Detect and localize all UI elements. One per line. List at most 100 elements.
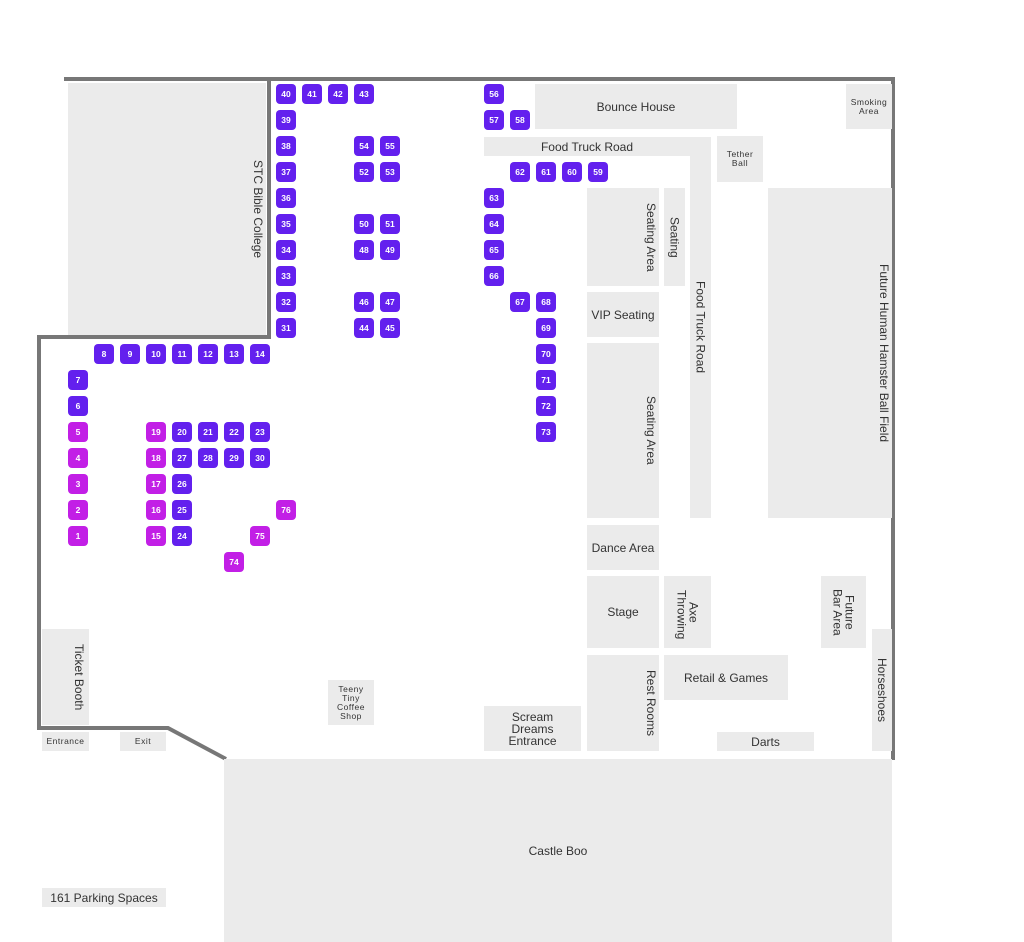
vendor-slot[interactable]: 58 [510,110,530,130]
vendor-slot[interactable]: 45 [380,318,400,338]
area-stage[interactable]: Stage [587,576,659,648]
area-hamster-ball-field[interactable]: Future Human Hamster Ball Field [768,188,892,518]
vendor-slot[interactable]: 38 [276,136,296,156]
vendor-slot[interactable]: 51 [380,214,400,234]
area-darts[interactable]: Darts [717,732,814,751]
vendor-slot[interactable]: 26 [172,474,192,494]
vendor-slot[interactable]: 54 [354,136,374,156]
area-entrance[interactable]: Entrance [42,732,89,751]
vendor-slot[interactable]: 23 [250,422,270,442]
vendor-slot[interactable]: 36 [276,188,296,208]
area-seating[interactable]: Seating [664,188,685,286]
vendor-slot[interactable]: 41 [302,84,322,104]
vendor-slot[interactable]: 10 [146,344,166,364]
vendor-slot[interactable]: 75 [250,526,270,546]
vendor-slot[interactable]: 29 [224,448,244,468]
area-ticket-booth[interactable]: Ticket Booth [42,629,89,725]
area-seating-area-2[interactable]: Seating Area [587,343,659,518]
area-smoking[interactable]: Smoking Area [846,84,892,129]
vendor-slot[interactable]: 25 [172,500,192,520]
vendor-slot[interactable]: 53 [380,162,400,182]
area-rest-rooms[interactable]: Rest Rooms [587,655,659,751]
vendor-slot[interactable]: 56 [484,84,504,104]
vendor-slot[interactable]: 2 [68,500,88,520]
area-exit[interactable]: Exit [120,732,166,751]
area-scream-dreams-entrance[interactable]: Scream Dreams Entrance [484,706,581,751]
vendor-slot[interactable]: 59 [588,162,608,182]
vendor-slot[interactable]: 76 [276,500,296,520]
vendor-slot[interactable]: 32 [276,292,296,312]
vendor-slot[interactable]: 52 [354,162,374,182]
vendor-slot[interactable]: 43 [354,84,374,104]
area-bounce-house[interactable]: Bounce House [535,84,737,129]
vendor-slot[interactable]: 49 [380,240,400,260]
vendor-slot[interactable]: 69 [536,318,556,338]
area-castle-boo[interactable]: Castle Boo [224,759,892,942]
vendor-slot[interactable]: 50 [354,214,374,234]
vendor-slot[interactable]: 62 [510,162,530,182]
vendor-slot[interactable]: 46 [354,292,374,312]
area-stc-bible-college[interactable]: STC Bible College [68,83,266,335]
vendor-slot[interactable]: 19 [146,422,166,442]
vendor-slot[interactable]: 37 [276,162,296,182]
vendor-slot[interactable]: 24 [172,526,192,546]
vendor-slot[interactable]: 35 [276,214,296,234]
area-vip-seating[interactable]: VIP Seating [587,292,659,337]
vendor-slot[interactable]: 12 [198,344,218,364]
vendor-slot[interactable]: 40 [276,84,296,104]
area-coffee-shop[interactable]: Teeny Tiny Coffee Shop [328,680,374,725]
vendor-slot[interactable]: 22 [224,422,244,442]
vendor-slot[interactable]: 8 [94,344,114,364]
vendor-slot[interactable]: 63 [484,188,504,208]
vendor-slot[interactable]: 70 [536,344,556,364]
area-retail-games[interactable]: Retail & Games [664,655,788,700]
area-dance[interactable]: Dance Area [587,525,659,570]
vendor-slot[interactable]: 71 [536,370,556,390]
vendor-slot[interactable]: 9 [120,344,140,364]
area-tether-ball[interactable]: Tether Ball [717,136,763,182]
vendor-slot[interactable]: 21 [198,422,218,442]
vendor-slot[interactable]: 6 [68,396,88,416]
vendor-slot[interactable]: 61 [536,162,556,182]
vendor-slot[interactable]: 1 [68,526,88,546]
vendor-slot[interactable]: 57 [484,110,504,130]
vendor-slot[interactable]: 14 [250,344,270,364]
vendor-slot[interactable]: 39 [276,110,296,130]
vendor-slot[interactable]: 42 [328,84,348,104]
area-food-truck-road-h[interactable]: Food Truck Road [484,137,690,156]
vendor-slot[interactable]: 17 [146,474,166,494]
area-future-bar[interactable]: Future Bar Area [821,576,866,648]
vendor-slot[interactable]: 68 [536,292,556,312]
vendor-slot[interactable]: 3 [68,474,88,494]
vendor-slot[interactable]: 16 [146,500,166,520]
vendor-slot[interactable]: 44 [354,318,374,338]
vendor-slot[interactable]: 15 [146,526,166,546]
vendor-slot[interactable]: 7 [68,370,88,390]
area-seating-area-1[interactable]: Seating Area [587,188,659,286]
vendor-slot[interactable]: 72 [536,396,556,416]
vendor-slot[interactable]: 11 [172,344,192,364]
vendor-slot[interactable]: 27 [172,448,192,468]
vendor-slot[interactable]: 28 [198,448,218,468]
vendor-slot[interactable]: 60 [562,162,582,182]
vendor-slot[interactable]: 48 [354,240,374,260]
vendor-slot[interactable]: 33 [276,266,296,286]
area-axe-throwing[interactable]: Axe Throwing [664,576,711,648]
vendor-slot[interactable]: 73 [536,422,556,442]
vendor-slot[interactable]: 66 [484,266,504,286]
vendor-slot[interactable]: 20 [172,422,192,442]
area-horseshoes[interactable]: Horseshoes [872,629,892,751]
vendor-slot[interactable]: 65 [484,240,504,260]
vendor-slot[interactable]: 30 [250,448,270,468]
vendor-slot[interactable]: 64 [484,214,504,234]
vendor-slot[interactable]: 4 [68,448,88,468]
vendor-slot[interactable]: 5 [68,422,88,442]
vendor-slot[interactable]: 67 [510,292,530,312]
vendor-slot[interactable]: 74 [224,552,244,572]
area-food-truck-road-v[interactable]: Food Truck Road [690,137,711,518]
vendor-slot[interactable]: 47 [380,292,400,312]
vendor-slot[interactable]: 18 [146,448,166,468]
vendor-slot[interactable]: 13 [224,344,244,364]
vendor-slot[interactable]: 34 [276,240,296,260]
vendor-slot[interactable]: 31 [276,318,296,338]
